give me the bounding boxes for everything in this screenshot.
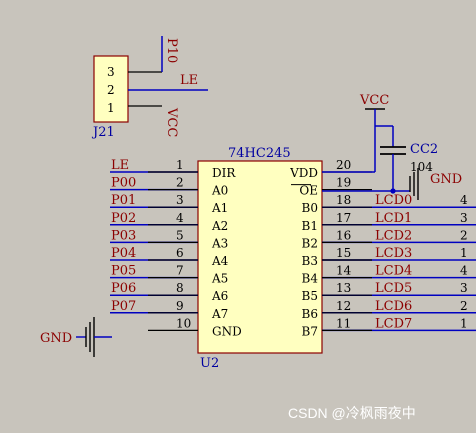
left-pin-num-4: 4 (176, 211, 184, 225)
right-pin-name-b7: B7 (302, 324, 318, 338)
net-label-p04: P04 (111, 246, 136, 261)
j21-pin2-label: 2 (107, 83, 115, 97)
left-pin-name-a5: A5 (211, 272, 228, 286)
left-pin-num-6: 6 (176, 246, 184, 260)
right-pin-name-b4: B4 (302, 272, 319, 286)
left-pin-name-dir: DIR (212, 166, 236, 180)
net-label-p01: P01 (111, 193, 136, 208)
right-pin-num-20: 20 (336, 158, 351, 172)
net-p10-label: P10 (164, 38, 179, 63)
net-label-p06: P06 (111, 281, 136, 296)
far-pin-num-lcd4: 4 (460, 264, 468, 278)
far-pin-num-lcd2: 2 (460, 228, 468, 242)
right-pin-num-14: 14 (336, 264, 352, 278)
right-pin-name-b6: B6 (302, 307, 318, 321)
left-pin-name-a0: A0 (211, 184, 228, 198)
far-pin-num-lcd0: 4 (460, 193, 468, 207)
net-label-p07: P07 (111, 299, 136, 314)
far-pin-num-lcd6: 2 (460, 299, 468, 313)
chip-body (197, 160, 323, 354)
net-label-p05: P05 (111, 264, 136, 279)
net-label-p00: P00 (111, 176, 136, 191)
right-pin-name-vdd: VDD (289, 166, 318, 180)
right-pin-num-15: 15 (336, 246, 351, 260)
net-label-lcd6: LCD6 (375, 299, 412, 314)
right-pin-name-b0: B0 (302, 201, 318, 215)
left-pin-name-a4: A4 (211, 254, 229, 268)
right-pin-name-b3: B3 (302, 254, 318, 268)
gnd-right-label: GND (430, 172, 462, 187)
right-pin-name-b1: B1 (302, 219, 318, 233)
net-label-lcd5: LCD5 (375, 281, 412, 296)
net-label-p02: P02 (111, 211, 136, 226)
chip-ref: U2 (200, 356, 219, 371)
net-label-le: LE (111, 158, 129, 173)
left-pin-num-9: 9 (176, 299, 184, 313)
right-pin-num-19: 19 (336, 176, 351, 190)
left-pin-name-a7: A7 (211, 307, 228, 321)
junction-dot (390, 188, 396, 194)
cap-value: 104 (410, 160, 433, 174)
j21-body (93, 55, 129, 123)
right-pin-num-16: 16 (336, 228, 351, 242)
far-pin-num-lcd7: 1 (460, 316, 468, 330)
watermark: CSDN @冷枫雨夜中 (288, 405, 416, 421)
far-pin-num-lcd5: 3 (460, 281, 468, 295)
left-pin-name-a6: A6 (211, 289, 228, 303)
left-pin-num-10: 10 (176, 316, 191, 330)
right-pin-name-oe: OE (299, 184, 318, 198)
vcc-label: VCC (359, 93, 389, 108)
j21-ref: J21 (91, 125, 115, 140)
far-pin-num-lcd3: 1 (460, 246, 468, 260)
left-pin-name-gnd: GND (212, 324, 242, 338)
left-pin-num-5: 5 (176, 228, 184, 242)
cap-ref: CC2 (410, 142, 438, 157)
right-pin-num-17: 17 (336, 211, 351, 225)
right-pin-num-11: 11 (336, 316, 351, 330)
net-le-j21-label: LE (180, 73, 198, 88)
gnd-left-label: GND (40, 331, 72, 346)
left-pin-num-2: 2 (176, 176, 184, 190)
left-pin-num-7: 7 (176, 264, 184, 278)
left-pin-name-a3: A3 (211, 236, 228, 250)
net-label-lcd7: LCD7 (375, 316, 412, 331)
net-label-lcd0: LCD0 (375, 193, 412, 208)
net-vcc-j21-label: VCC (164, 107, 179, 137)
right-pin-num-12: 12 (336, 299, 351, 313)
left-pin-num-1: 1 (176, 158, 184, 172)
net-label-lcd4: LCD4 (375, 264, 412, 279)
net-label-lcd1: LCD1 (375, 211, 412, 226)
j21-pin3-label: 3 (107, 65, 115, 79)
left-pin-num-3: 3 (176, 193, 184, 207)
right-pin-num-13: 13 (336, 281, 351, 295)
net-label-lcd3: LCD3 (375, 246, 412, 261)
left-pin-num-8: 8 (176, 281, 184, 295)
j21-pin1-label: 1 (107, 101, 115, 115)
net-label-p03: P03 (111, 228, 136, 243)
left-pin-name-a2: A2 (211, 219, 228, 233)
right-pin-name-b2: B2 (302, 236, 318, 250)
left-pin-name-a1: A1 (211, 201, 228, 215)
net-label-lcd2: LCD2 (375, 228, 412, 243)
right-pin-num-18: 18 (336, 193, 351, 207)
chip-part-label: 74HC245 (228, 146, 291, 161)
right-pin-name-b5: B5 (302, 289, 318, 303)
far-pin-num-lcd1: 3 (460, 211, 468, 225)
